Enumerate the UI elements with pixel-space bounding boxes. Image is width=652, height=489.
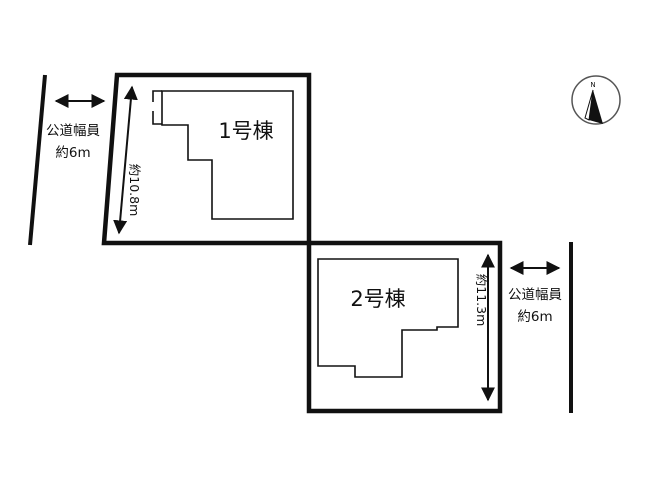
building1-label: 1号棟 bbox=[218, 119, 273, 143]
road-left-width: 約6m bbox=[55, 145, 90, 161]
road-left-name: 公道幅員 bbox=[46, 123, 100, 139]
lot1-depth-arrow bbox=[113, 85, 138, 235]
lot2-depth-label: 約11.3m bbox=[474, 274, 489, 327]
building1-entrance-notch bbox=[152, 90, 162, 125]
building2-label: 2号棟 bbox=[350, 287, 405, 311]
lot1-boundary bbox=[101, 72, 312, 246]
lot1-depth-label: 約10.8m bbox=[127, 164, 142, 217]
lot2-boundary bbox=[306, 240, 503, 414]
building1-footprint bbox=[161, 90, 294, 220]
road-left-line bbox=[28, 74, 47, 246]
building2-footprint bbox=[317, 258, 459, 378]
north-compass-icon: N bbox=[571, 75, 621, 125]
compass-north-label: N bbox=[590, 81, 595, 89]
road-right-width: 約6m bbox=[517, 309, 552, 325]
road-right-name: 公道幅員 bbox=[508, 287, 562, 303]
